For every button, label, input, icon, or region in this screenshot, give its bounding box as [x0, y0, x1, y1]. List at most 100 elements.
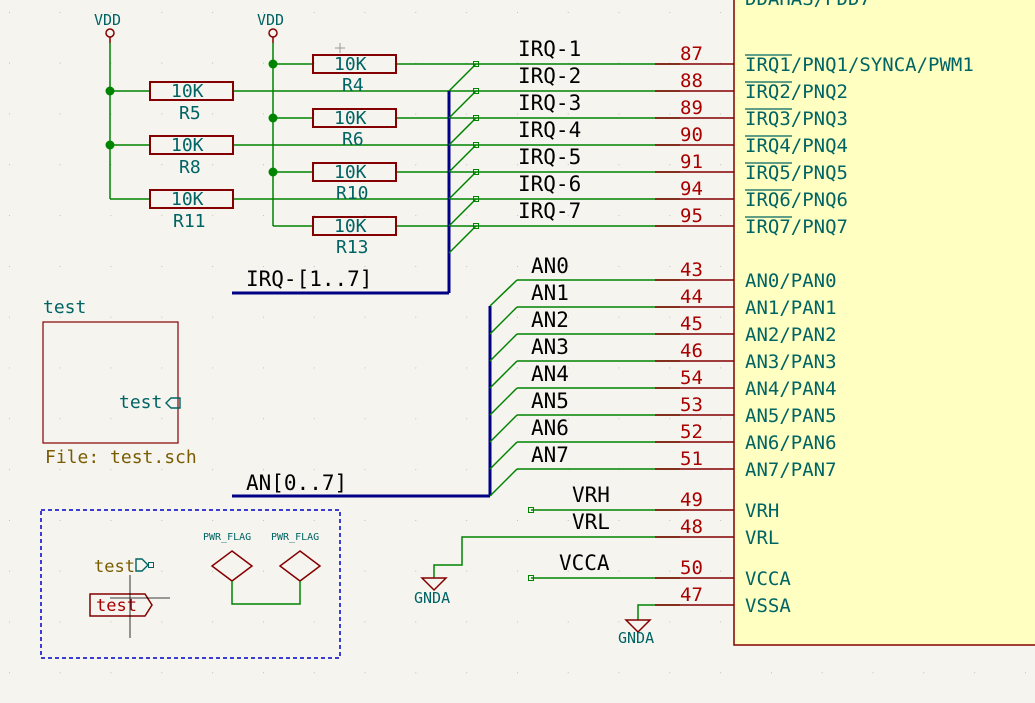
- vdd-symbol-2[interactable]: VDD: [257, 11, 284, 43]
- svg-text:R11: R11: [173, 211, 206, 232]
- gnda-symbol-1[interactable]: GNDA: [414, 577, 450, 607]
- svg-text:GNDA: GNDA: [414, 589, 450, 607]
- an-label-2[interactable]: AN2: [531, 308, 569, 332]
- mcu-pin-number: 90: [680, 124, 703, 146]
- svg-text:R5: R5: [179, 103, 201, 124]
- svg-text:GNDA: GNDA: [618, 629, 654, 647]
- irq-net-labels: IRQ-1 IRQ-2 IRQ-3 IRQ-4 IRQ-5 IRQ-6 IRQ-…: [518, 37, 581, 223]
- svg-text:10K: 10K: [171, 81, 204, 102]
- irq-bus-entries: [448, 63, 477, 254]
- resistor-r13[interactable]: 10K R13: [312, 216, 397, 258]
- svg-text:R6: R6: [342, 129, 364, 150]
- mcu-pin-name: AN5/PAN5: [745, 405, 837, 427]
- an-label-7[interactable]: AN7: [531, 443, 569, 467]
- mcu-pin-number: 52: [680, 421, 703, 443]
- mcu-pin-name: AN0/PAN0: [745, 270, 837, 292]
- resistor-r6[interactable]: 10K R6: [312, 108, 397, 150]
- mcu-body[interactable]: [733, 0, 1035, 646]
- svg-text:PWR_FLAG: PWR_FLAG: [203, 532, 251, 543]
- resistor-r11[interactable]: 10K R11: [149, 189, 234, 232]
- no-connect-ends: [528, 507, 534, 581]
- svg-text:10K: 10K: [171, 135, 204, 156]
- mcu-pin-name: AN4/PAN4: [745, 378, 837, 400]
- resistor-r5[interactable]: 10K R5: [149, 81, 234, 124]
- irq-label-3[interactable]: IRQ-3: [518, 91, 581, 115]
- an-net-labels: AN0 AN1 AN2 AN3 AN4 AN5 AN6 AN7: [531, 254, 569, 467]
- svg-text:10K: 10K: [334, 162, 367, 183]
- an-label-5[interactable]: AN5: [531, 389, 569, 413]
- vrh-label[interactable]: VRH: [572, 483, 610, 507]
- irq-label-1[interactable]: IRQ-1: [518, 37, 581, 61]
- mcu-pin-number: 89: [680, 97, 703, 119]
- irq-label-2[interactable]: IRQ-2: [518, 64, 581, 88]
- an-label-0[interactable]: AN0: [531, 254, 569, 278]
- mcu-pin-name: AN2/PAN2: [745, 324, 837, 346]
- vdd-symbol-1[interactable]: VDD: [94, 11, 121, 43]
- an-bus-label[interactable]: AN[0..7]: [246, 471, 347, 495]
- mcu-pin-number: 87: [680, 43, 703, 65]
- global-label-test[interactable]: test: [94, 557, 135, 577]
- mcu-pin-number: 94: [680, 178, 703, 200]
- hierarchical-label-test[interactable]: [89, 593, 153, 617]
- global-label-pin-icon: [148, 562, 154, 568]
- svg-text:10K: 10K: [334, 54, 367, 75]
- irq-label-6[interactable]: IRQ-6: [518, 172, 581, 196]
- mcu-pin-number: 50: [680, 557, 703, 579]
- an-label-4[interactable]: AN4: [531, 362, 569, 386]
- mcu-pin-name: AN1/PAN1: [745, 297, 837, 319]
- an-label-1[interactable]: AN1: [531, 281, 569, 305]
- mcu-pin-name: AN6/PAN6: [745, 432, 837, 454]
- mcu-pin-number: 46: [680, 340, 703, 362]
- resistor-r4[interactable]: 10K R4: [312, 54, 397, 96]
- mcu-top-pin-name: DDAHAS/PDD7: [745, 0, 871, 10]
- hierarchical-sheet-test[interactable]: test test File: test.sch: [42, 297, 197, 468]
- mcu-pin-name: IRQ7/PNQ7: [745, 216, 848, 238]
- sheet-pin-icon: [165, 397, 181, 409]
- sheet-name: test: [43, 297, 86, 318]
- mcu-pin-name: IRQ1/PNQ1/SYNCA/PWM1: [745, 54, 974, 76]
- svg-text:R8: R8: [179, 157, 201, 178]
- mcu-pin-name: VSSA: [745, 595, 791, 617]
- cursor-plus-icon: [335, 43, 345, 53]
- an-bus[interactable]: [232, 306, 492, 498]
- resistor-r10[interactable]: 10K R10: [312, 162, 397, 204]
- irq-label-4[interactable]: IRQ-4: [518, 118, 581, 142]
- mcu-pin-name: VRL: [745, 527, 779, 549]
- mcu-pin-number: 88: [680, 70, 703, 92]
- mcu-pin-number: 47: [680, 584, 703, 606]
- an-label-3[interactable]: AN3: [531, 335, 569, 359]
- an-label-6[interactable]: AN6: [531, 416, 569, 440]
- svg-text:10K: 10K: [334, 216, 367, 237]
- irq-bus-label[interactable]: IRQ-[1..7]: [246, 267, 372, 291]
- vcca-label[interactable]: VCCA: [559, 551, 610, 575]
- irq-entry-ends: [473, 61, 479, 229]
- mcu-pin-number: 91: [680, 151, 703, 173]
- global-label-arrow-icon: [135, 558, 149, 572]
- gnda-symbol-2[interactable]: GNDA: [618, 619, 654, 647]
- mcu-pin-name: IRQ3/PNQ3: [745, 108, 848, 130]
- an-wires: [489, 279, 680, 497]
- resistor-r8[interactable]: 10K R8: [149, 135, 234, 178]
- mcu-pin-number: 95: [680, 205, 703, 227]
- svg-text:10K: 10K: [334, 108, 367, 129]
- mcu-pin-number: 48: [680, 516, 703, 538]
- svg-text:R4: R4: [342, 75, 364, 96]
- sheet-pin-label: test: [119, 392, 162, 413]
- svg-text:10K: 10K: [171, 189, 204, 210]
- mcu-pin-name: VCCA: [745, 568, 791, 590]
- vrl-label[interactable]: VRL: [572, 510, 610, 534]
- irq-bus[interactable]: [232, 91, 451, 295]
- svg-text:PWR_FLAG: PWR_FLAG: [271, 532, 319, 543]
- svg-text:R10: R10: [336, 183, 369, 204]
- mcu-pin-name: AN7/PAN7: [745, 459, 837, 481]
- svg-text:VDD: VDD: [94, 11, 121, 29]
- mcu-pin-name: IRQ6/PNQ6: [745, 189, 848, 211]
- hierarchical-label-text: test: [96, 596, 137, 616]
- svg-text:VDD: VDD: [257, 11, 284, 29]
- resistor-wires: [110, 63, 680, 227]
- irq-label-7[interactable]: IRQ-7: [518, 199, 581, 223]
- irq-label-5[interactable]: IRQ-5: [518, 145, 581, 169]
- dashed-annotation-box[interactable]: test test PWR_FLAG PWR_FLAG: [40, 509, 341, 659]
